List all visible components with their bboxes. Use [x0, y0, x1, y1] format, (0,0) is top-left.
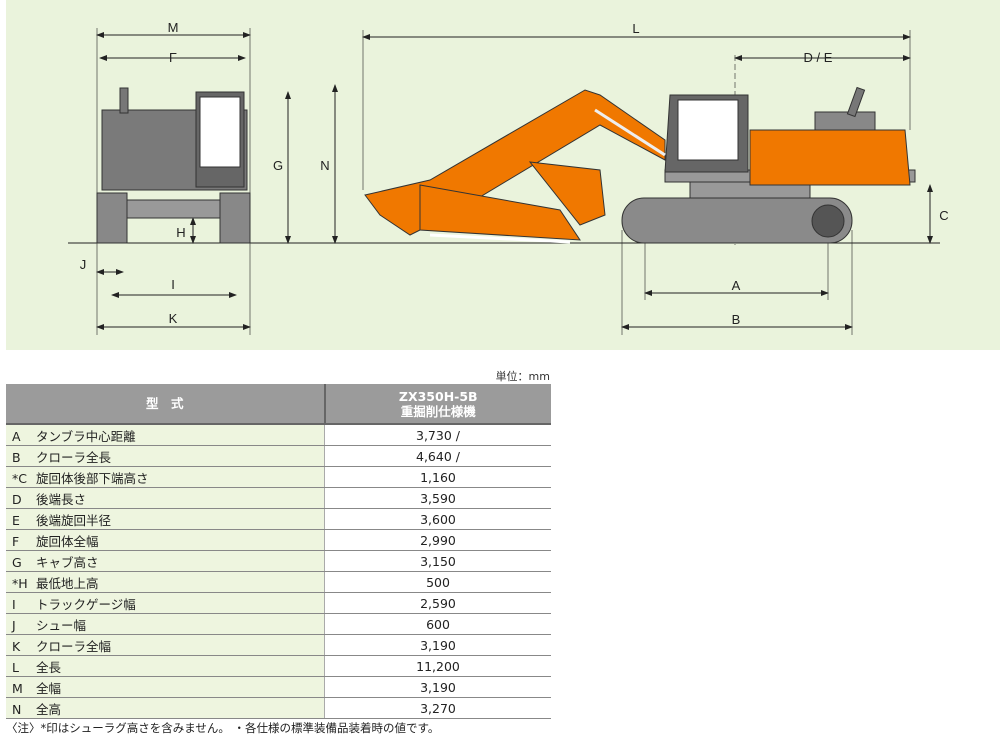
model-spec: 重掘削仕様機 — [400, 403, 476, 419]
row-label: キャブ高さ — [36, 554, 99, 570]
row-label: トラックゲージ幅 — [36, 596, 136, 612]
table-row: L 全長 11,200 — [6, 655, 551, 677]
label-B: B — [732, 312, 741, 327]
label-K: K — [169, 311, 178, 326]
row-label-cell: D 後端長さ — [6, 487, 325, 509]
row-value: 3,150 — [324, 550, 551, 572]
row-key: N — [12, 701, 22, 717]
row-value: 3,270 — [324, 697, 551, 719]
row-value: 3,600 — [324, 508, 551, 530]
dimension-diagram: M F G H J I K L D / E N C A B — [6, 0, 1000, 350]
row-value: 11,200 — [324, 655, 551, 677]
row-key: K — [12, 638, 21, 654]
row-value: 3,590 — [324, 487, 551, 509]
row-label: タンブラ中心距離 — [36, 428, 136, 444]
label-DE: D / E — [804, 50, 833, 65]
label-J: J — [80, 257, 87, 272]
row-key: J — [12, 617, 16, 633]
table-row: K クローラ全幅 3,190 — [6, 634, 551, 656]
row-label-cell: L 全長 — [6, 655, 325, 677]
side-view — [364, 86, 916, 244]
table-row: A タンブラ中心距離 3,730 / — [6, 424, 551, 446]
table-row: *H 最低地上高 500 — [6, 571, 551, 593]
row-label: 全長 — [36, 659, 62, 675]
label-M: M — [168, 20, 179, 35]
row-key: D — [12, 491, 22, 507]
row-label-cell: K クローラ全幅 — [6, 634, 325, 656]
row-key: G — [12, 554, 22, 570]
row-label: 後端旋回半径 — [36, 512, 112, 528]
row-label-cell: M 全幅 — [6, 676, 325, 698]
row-key: B — [12, 449, 21, 465]
label-C: C — [939, 208, 948, 223]
table-row: *C 旋回体後部下端高さ 1,160 — [6, 466, 551, 488]
excavator-drawing: M F G H J I K L D / E N C A B — [68, 20, 949, 335]
row-label-cell: *H 最低地上高 — [6, 571, 325, 593]
row-label-cell: E 後端旋回半径 — [6, 508, 325, 530]
table-row: I トラックゲージ幅 2,590 — [6, 592, 551, 614]
header-model-type: 型 式 — [6, 384, 326, 425]
row-label: 後端長さ — [36, 491, 87, 507]
row-value: 600 — [324, 613, 551, 635]
row-label: 旋回体後部下端高さ — [36, 470, 149, 486]
table-row: F 旋回体全幅 2,990 — [6, 529, 551, 551]
row-key: M — [12, 680, 23, 696]
table-row: G キャブ高さ 3,150 — [6, 550, 551, 572]
label-L: L — [632, 21, 639, 36]
label-N: N — [320, 158, 329, 173]
table-row: D 後端長さ 3,590 — [6, 487, 551, 509]
row-label-cell: *C 旋回体後部下端高さ — [6, 466, 325, 488]
row-key: *C — [12, 470, 27, 486]
front-view — [96, 87, 251, 244]
row-value: 3,190 — [324, 676, 551, 698]
row-label: 最低地上高 — [36, 575, 99, 591]
row-label-cell: F 旋回体全幅 — [6, 529, 325, 551]
label-G: G — [273, 158, 283, 173]
row-label: 旋回体全幅 — [36, 533, 99, 549]
row-label-cell: J シュー幅 — [6, 613, 325, 635]
row-label-cell: N 全高 — [6, 697, 325, 719]
row-value: 2,590 — [324, 592, 551, 614]
row-label-cell: I トラックゲージ幅 — [6, 592, 325, 614]
row-key: *H — [12, 575, 28, 591]
row-key: F — [12, 533, 20, 549]
row-value: 500 — [324, 571, 551, 593]
row-label-cell: G キャブ高さ — [6, 550, 325, 572]
table-row: B クローラ全長 4,640 / — [6, 445, 551, 467]
label-I: I — [171, 277, 175, 292]
row-value: 4,640 / — [324, 445, 551, 467]
unit-label: 単位：mm — [495, 370, 550, 383]
table-row: E 後端旋回半径 3,600 — [6, 508, 551, 530]
table-row: J シュー幅 600 — [6, 613, 551, 635]
row-label-cell: B クローラ全長 — [6, 445, 325, 467]
row-label: クローラ全長 — [36, 449, 112, 465]
row-value: 3,190 — [324, 634, 551, 656]
row-key: L — [12, 659, 19, 675]
row-label: シュー幅 — [36, 617, 87, 633]
row-value: 3,730 / — [324, 424, 551, 446]
table-row: M 全幅 3,190 — [6, 676, 551, 698]
row-key: A — [12, 428, 21, 444]
row-value: 1,160 — [324, 466, 551, 488]
table-row: N 全高 3,270 — [6, 697, 551, 719]
row-key: I — [12, 596, 16, 612]
model-name: ZX350H-5B — [398, 388, 478, 404]
row-key: E — [12, 512, 20, 528]
label-A: A — [732, 278, 741, 293]
row-label-cell: A タンブラ中心距離 — [6, 424, 325, 446]
row-label: 全高 — [36, 701, 62, 717]
label-F: F — [169, 50, 177, 65]
row-label: 全幅 — [36, 680, 62, 696]
row-label: クローラ全幅 — [36, 638, 112, 654]
label-H: H — [176, 225, 185, 240]
footnote: 〈注〉*印はシューラグ高さを含みません。 ・各仕様の標準装備品装着時の値です。 — [6, 721, 440, 735]
row-value: 2,990 — [324, 529, 551, 551]
